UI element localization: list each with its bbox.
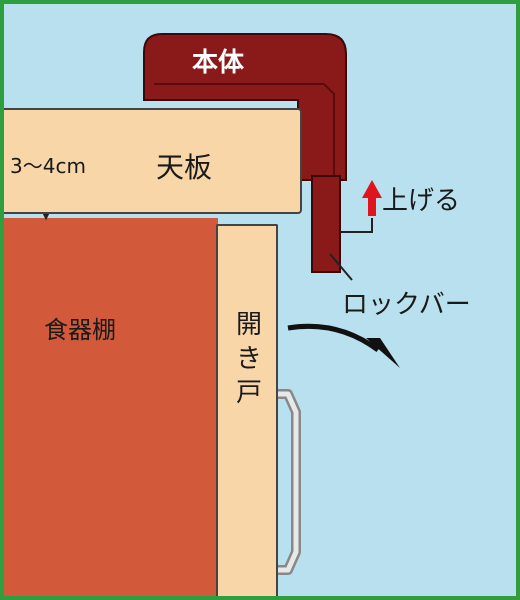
diagram-canvas: 本体 天板 3～4cm 上げる ロックバー 食器棚 開 き 戸 bbox=[4, 4, 516, 596]
hinged-door bbox=[216, 224, 278, 596]
cupboard-label: 食器棚 bbox=[44, 316, 116, 344]
raise-leader bbox=[340, 218, 373, 233]
diagram-shapes bbox=[39, 33, 400, 575]
tabletop-board bbox=[4, 108, 302, 214]
raise-label: 上げる bbox=[382, 186, 461, 216]
door-swing-arrow bbox=[287, 323, 380, 353]
door-label-char-2: き bbox=[235, 344, 262, 374]
tabletop-label: 天板 bbox=[156, 151, 213, 184]
door-handle bbox=[278, 389, 301, 575]
thickness-label: 3～4cm bbox=[10, 154, 86, 178]
lock-bar bbox=[311, 175, 341, 273]
lock-bar-label: ロックバー bbox=[342, 290, 471, 320]
door-label-char-1: 開 bbox=[235, 310, 262, 340]
door-label-char-3: 戸 bbox=[235, 378, 262, 408]
raise-arrow bbox=[362, 180, 382, 216]
main-unit bbox=[143, 33, 347, 181]
lockbar-leader bbox=[329, 253, 353, 281]
body-label: 本体 bbox=[192, 48, 245, 78]
cupboard-body bbox=[4, 218, 218, 596]
